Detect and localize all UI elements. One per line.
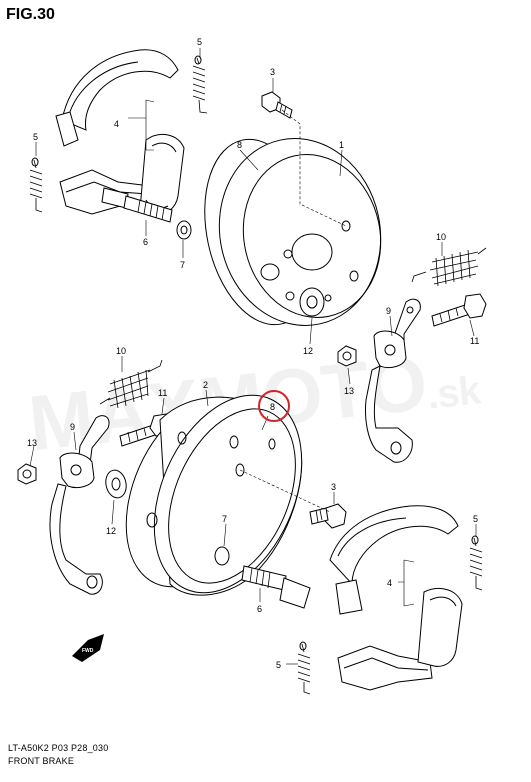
callout-3: 3 xyxy=(270,67,275,77)
callout-1: 1 xyxy=(339,140,344,150)
brake-lever-9-left xyxy=(49,415,110,595)
spring-5-top xyxy=(192,55,208,114)
spring-10-right xyxy=(411,247,487,287)
callout-5: 5 xyxy=(33,132,38,142)
callout-8: 8 xyxy=(237,140,242,150)
footer-name: FRONT BRAKE xyxy=(8,756,75,766)
callout-11: 11 xyxy=(158,388,167,398)
callout-4: 4 xyxy=(114,119,119,129)
callout-5: 5 xyxy=(276,660,281,670)
nut-13-right xyxy=(337,345,357,367)
spring-5-left xyxy=(29,157,43,213)
callout-12: 12 xyxy=(303,346,313,356)
brake-shoe-upper xyxy=(55,49,185,215)
highlight-callout-8: 8 xyxy=(258,390,290,422)
bolt-3-bottom xyxy=(309,503,347,529)
brake-cam-shaft-bottom xyxy=(241,565,311,609)
callout-labels: 5 5 4 6 7 3 8 1 10 9 11 12 13 10 2 11 9 … xyxy=(27,37,479,670)
brake-shoe-lower xyxy=(329,505,463,691)
nut-13-left xyxy=(17,463,37,485)
callout-13: 13 xyxy=(344,386,354,396)
callout-5: 5 xyxy=(197,37,202,47)
brake-panel-1 xyxy=(204,138,382,326)
spring-10-left xyxy=(99,359,163,409)
spring-5-right xyxy=(469,535,483,591)
callout-2: 2 xyxy=(203,380,208,390)
callout-10: 10 xyxy=(436,232,446,242)
callout-7: 7 xyxy=(180,260,185,270)
callout-5: 5 xyxy=(473,514,478,524)
washer-12-bottom xyxy=(105,469,127,499)
brake-drum-2 xyxy=(125,394,303,596)
forward-arrow-icon: FWD xyxy=(72,634,104,662)
bolt-3-top xyxy=(261,91,293,119)
callout-9: 9 xyxy=(70,422,75,432)
callout-3: 3 xyxy=(331,482,336,492)
leader-lines xyxy=(29,48,477,665)
callout-4: 4 xyxy=(387,578,392,588)
washer-12-top xyxy=(299,287,325,317)
callout-10: 10 xyxy=(116,346,126,356)
callout-12: 12 xyxy=(106,526,116,536)
footer-code: LT-A50K2 P03 P28_030 xyxy=(8,743,109,753)
figure-title: FIG.30 xyxy=(6,6,55,23)
callout-6: 6 xyxy=(257,604,262,614)
callout-13: 13 xyxy=(27,438,37,448)
callout-11: 11 xyxy=(470,336,479,346)
callout-8: 8 xyxy=(270,402,275,412)
callout-9: 9 xyxy=(386,306,391,316)
bolt-11-right xyxy=(431,293,487,327)
brake-cam-shaft-top xyxy=(101,187,192,240)
spring-5-bottom xyxy=(297,641,311,695)
brake-lever-9-right xyxy=(365,298,421,463)
callout-6: 6 xyxy=(143,237,148,247)
callout-7: 7 xyxy=(222,514,227,524)
fwd-label: FWD xyxy=(82,648,94,654)
